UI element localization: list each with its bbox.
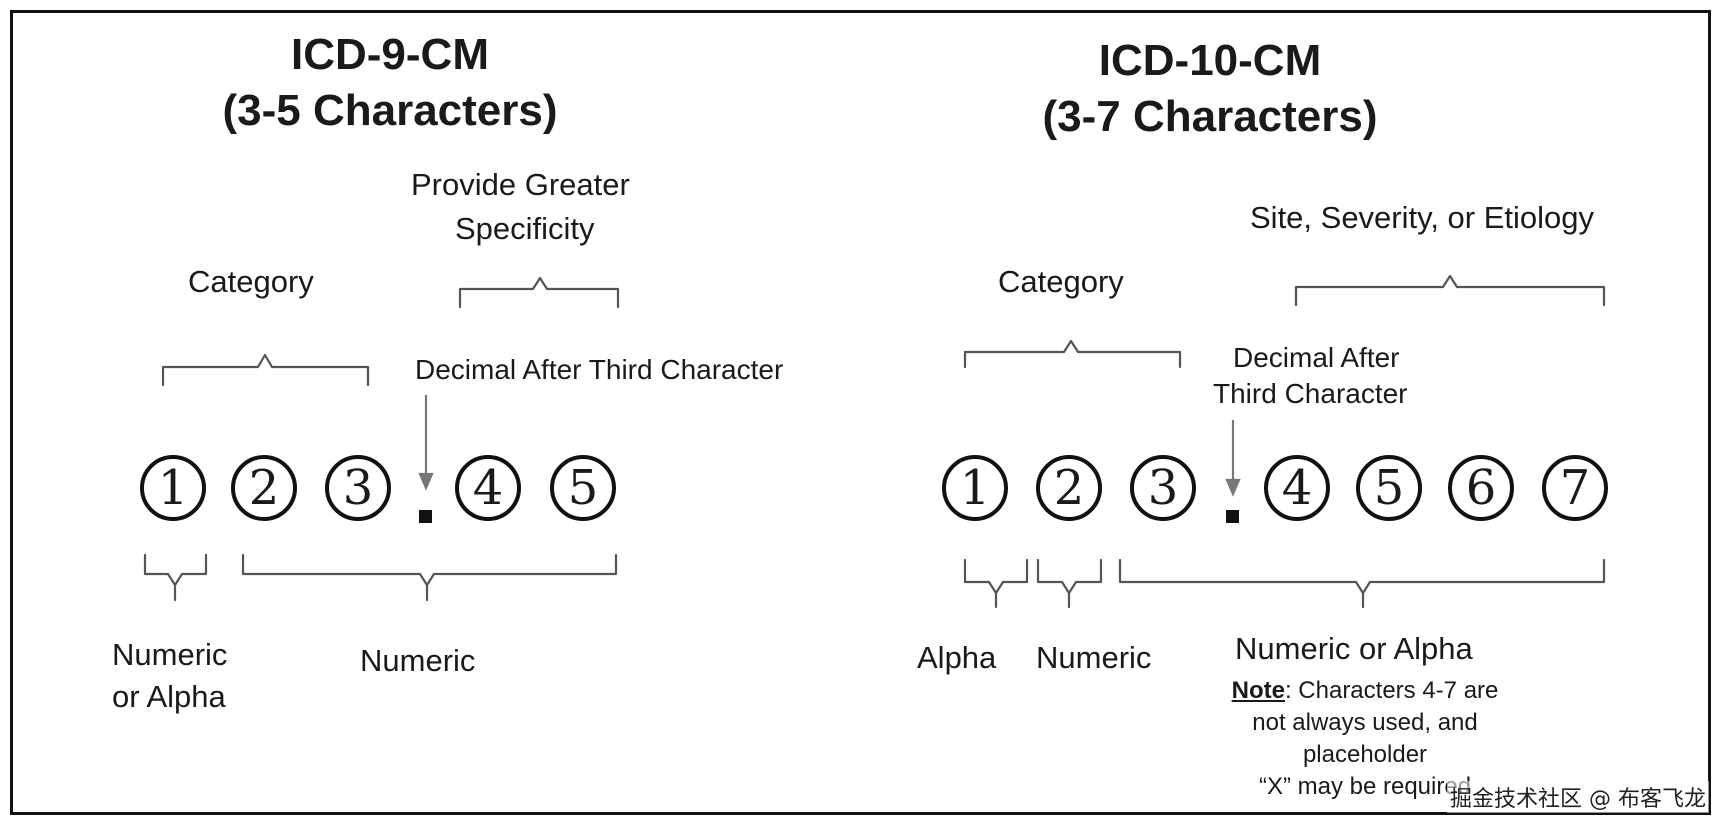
right-note-line2: not always used, and <box>1252 709 1478 736</box>
right-bracket-first <box>963 558 1029 595</box>
right-note-line3: placeholder <box>1302 741 1428 768</box>
right-digit-4: 4 <box>1264 455 1330 521</box>
right-bottom-numeric: Numeric <box>1036 640 1152 675</box>
right-bracket-second <box>1036 558 1103 595</box>
left-digit-3: 3 <box>325 455 391 521</box>
right-digit-7: 7 <box>1542 455 1608 521</box>
left-title-line1: ICD-9-CM <box>291 30 489 79</box>
left-digit-1: 1 <box>140 455 206 521</box>
left-bracket-rest <box>241 553 618 587</box>
left-digit-4: 4 <box>455 455 521 521</box>
diagram-frame <box>10 10 1711 815</box>
left-bottom-label-2: Numeric <box>360 643 476 678</box>
right-digit-5: 5 <box>1356 455 1422 521</box>
right-title-line1: ICD-10-CM <box>1098 36 1322 85</box>
right-site-bracket <box>1294 274 1606 307</box>
right-decimal-point <box>1226 510 1239 523</box>
right-digit-1: 1 <box>942 455 1008 521</box>
note-line1-text: : Characters 4-7 are <box>1284 677 1499 704</box>
right-site-label: Site, Severity, or Etiology <box>1250 200 1595 235</box>
left-bottom-label-1-line2: or Alpha <box>112 679 226 714</box>
left-digit-2: 2 <box>231 455 297 521</box>
right-category-label: Category <box>998 264 1124 299</box>
right-bottom-numeric-or-alpha: Numeric or Alpha <box>1235 631 1473 666</box>
left-decimal-point <box>419 510 432 523</box>
right-digit-3: 3 <box>1130 455 1196 521</box>
left-bracket-first <box>143 553 208 587</box>
right-decimal-line2: Third Character <box>1213 378 1408 409</box>
watermark: 掘金技术社区 @ 布客飞龙 <box>1447 781 1709 813</box>
left-decimal-label: Decimal After Third Character <box>415 354 784 385</box>
left-category-bracket <box>161 353 370 387</box>
right-decimal-line1: Decimal After <box>1233 342 1400 373</box>
right-title-line2: (3-7 Characters) <box>1042 92 1378 141</box>
right-bottom-alpha: Alpha <box>917 640 997 675</box>
left-bottom-label-1-line1: Numeric <box>112 637 228 672</box>
left-decimal-arrowhead <box>418 472 434 491</box>
left-title-line2: (3-5 Characters) <box>222 86 558 135</box>
left-category-label: Category <box>188 264 314 299</box>
right-note-line4: “X” may be required <box>1258 773 1472 800</box>
right-category-bracket <box>963 339 1182 369</box>
right-note-line1: Note: Characters 4-7 are <box>1200 676 1530 707</box>
right-digit-2: 2 <box>1036 455 1102 521</box>
left-specificity-bracket <box>458 276 620 309</box>
left-specificity-line1: Provide Greater <box>411 167 630 202</box>
left-specificity-line2: Specificity <box>455 211 595 246</box>
left-digit-5: 5 <box>550 455 616 521</box>
right-decimal-arrowhead <box>1225 478 1241 497</box>
right-digit-6: 6 <box>1448 455 1514 521</box>
right-bracket-rest <box>1118 558 1606 595</box>
note-label: Note <box>1231 677 1285 704</box>
